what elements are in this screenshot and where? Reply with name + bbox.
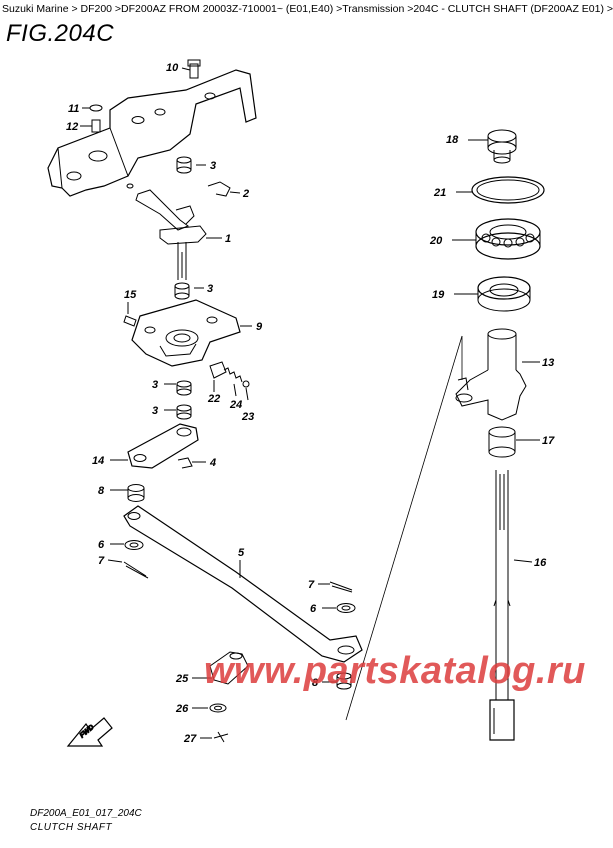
circlip-21: [456, 176, 545, 204]
callout-11[interactable]: 11: [68, 103, 79, 115]
washer-6b: [322, 603, 356, 613]
seal-19: [454, 276, 531, 312]
shift-lever-1: [135, 189, 222, 280]
collar-3c: [164, 380, 192, 396]
collar-3a: [176, 156, 206, 174]
bolt-11-12: [80, 104, 103, 133]
fwd-arrow-icon: [66, 717, 113, 747]
callout-7[interactable]: 7: [308, 579, 315, 591]
watermark-text: www.partskatalog.ru: [204, 650, 586, 692]
cotter-pin-7a: [107, 559, 149, 579]
leader-lines: [345, 335, 463, 721]
callout-5[interactable]: 5: [238, 547, 245, 559]
callout-21[interactable]: 21: [433, 187, 446, 199]
diagram-code: DF200A_E01_017_204C: [30, 808, 142, 819]
plug-18: [468, 129, 517, 164]
fwd-label: FWD: [79, 724, 96, 740]
callout-13[interactable]: 13: [542, 357, 554, 369]
collar-3b: [174, 282, 204, 300]
collar-17: [488, 426, 540, 458]
callout-9[interactable]: 9: [256, 321, 263, 333]
callout-22[interactable]: 22: [207, 393, 220, 405]
callout-18[interactable]: 18: [446, 134, 459, 146]
callout-24[interactable]: 24: [229, 399, 242, 411]
pin-27: [200, 731, 229, 743]
callout-20[interactable]: 20: [429, 235, 443, 247]
callout-10[interactable]: 10: [166, 62, 179, 74]
callout-3[interactable]: 3: [210, 160, 216, 172]
collar-3d: [164, 404, 192, 420]
callout-16[interactable]: 16: [534, 557, 547, 569]
sleeve-13: [455, 328, 540, 421]
clutch-shaft-diagram: 10 11 12 3 2 1 3 15 9 3 22 24 23 3 14 4 …: [47, 59, 555, 747]
clutch-shaft-16: [489, 470, 533, 741]
breadcrumb[interactable]: Suzuki Marine > DF200 >DF200AZ FROM 2000…: [2, 3, 613, 15]
callout-23[interactable]: 23: [241, 411, 254, 423]
lever-14: [110, 423, 199, 469]
clip-2: [207, 181, 241, 197]
callout-7[interactable]: 7: [98, 555, 105, 567]
callout-15[interactable]: 15: [124, 289, 137, 301]
callout-2[interactable]: 2: [242, 188, 249, 200]
bolt-10: [181, 59, 201, 79]
callout-8[interactable]: 8: [98, 485, 105, 497]
detent-22-24-23: [209, 361, 250, 401]
callout-12[interactable]: 12: [66, 121, 78, 133]
figure-title: FIG.204C: [6, 20, 115, 47]
washer-26: [192, 703, 227, 713]
link-rod-5: [123, 505, 363, 663]
callout-27[interactable]: 27: [183, 733, 197, 745]
shift-bracket: [47, 69, 257, 197]
callout-25[interactable]: 25: [175, 673, 189, 685]
callout-17[interactable]: 17: [542, 435, 555, 447]
callout-4[interactable]: 4: [209, 457, 216, 469]
bearing-20: [452, 218, 541, 260]
callout-labels: 10 11 12 3 2 1 3 15 9 3 22 24 23 3 14 4 …: [66, 62, 555, 745]
callout-1[interactable]: 1: [225, 233, 231, 245]
screw-15: [123, 302, 137, 327]
cotter-pin-7b: [318, 581, 353, 593]
callout-26[interactable]: 26: [175, 703, 189, 715]
housing-9: [131, 299, 252, 367]
washer-6a: [110, 540, 144, 550]
callout-3[interactable]: 3: [152, 379, 158, 391]
collar-8a: [110, 484, 145, 502]
callout-19[interactable]: 19: [432, 289, 445, 301]
callout-3[interactable]: 3: [152, 405, 158, 417]
diagram-name: CLUTCH SHAFT: [30, 822, 113, 833]
clip-4: [177, 457, 206, 469]
callout-14[interactable]: 14: [92, 455, 104, 467]
grip-25: [192, 651, 249, 685]
callout-6[interactable]: 6: [98, 539, 105, 551]
collar-8b: [322, 672, 352, 690]
callout-6[interactable]: 6: [310, 603, 317, 615]
callout-3[interactable]: 3: [207, 283, 213, 295]
callout-8[interactable]: 8: [312, 677, 319, 689]
